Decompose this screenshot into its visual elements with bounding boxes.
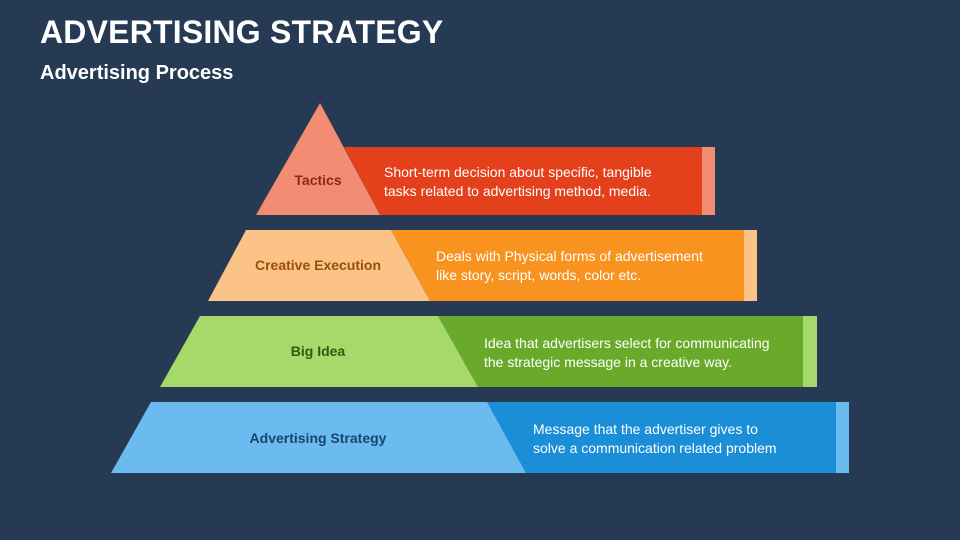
tier-advertising-strategy-edge (836, 402, 849, 473)
tier-creative-execution-edge (744, 230, 757, 301)
tier-tactics-triangle (256, 103, 380, 215)
slide-title: ADVERTISING STRATEGY (40, 14, 444, 50)
tier-creative-execution-description: Deals with Physical forms of advertiseme… (436, 247, 703, 285)
tier-big-idea-desc-line-2: the strategic message in a creative way. (484, 354, 732, 370)
tier-creative-execution-trapezoid (208, 230, 430, 301)
tier-tactics-desc-line-1: Short-term decision about specific, tang… (384, 164, 652, 180)
tier-creative-execution-desc-line-1: Deals with Physical forms of advertiseme… (436, 248, 703, 264)
tier-creative-execution-label: Creative Execution (254, 257, 382, 273)
tier-tactics-desc-line-2: tasks related to advertising method, med… (384, 183, 651, 199)
tier-big-idea-edge (803, 316, 817, 387)
tier-big-idea-trapezoid (160, 316, 478, 387)
tier-tactics-band (344, 147, 702, 215)
tier-big-idea-label: Big Idea (290, 343, 346, 359)
tier-advertising-strategy-label: Advertising Strategy (249, 430, 387, 446)
tier-advertising-strategy-band (487, 402, 836, 473)
tier-tactics-edge (702, 147, 715, 215)
tier-big-idea-band (438, 316, 803, 387)
tier-tactics-description: Short-term decision about specific, tang… (384, 163, 652, 201)
tier-advertising-strategy-trapezoid (111, 402, 526, 473)
tier-creative-execution-desc-line-2: like story, script, words, color etc. (436, 267, 642, 283)
tier-creative-execution-band (391, 230, 744, 301)
tier-advertising-strategy-description: Message that the advertiser gives to sol… (533, 420, 777, 458)
tier-big-idea-desc-line-1: Idea that advertisers select for communi… (484, 335, 770, 351)
slide-subtitle: Advertising Process (40, 62, 234, 84)
tier-advertising-strategy-desc-line-1: Message that the advertiser gives to (533, 421, 758, 437)
tier-advertising-strategy-desc-line-2: solve a communication related problem (533, 440, 777, 456)
tier-tactics-label: Tactics (294, 172, 342, 188)
tier-big-idea-description: Idea that advertisers select for communi… (484, 334, 770, 372)
